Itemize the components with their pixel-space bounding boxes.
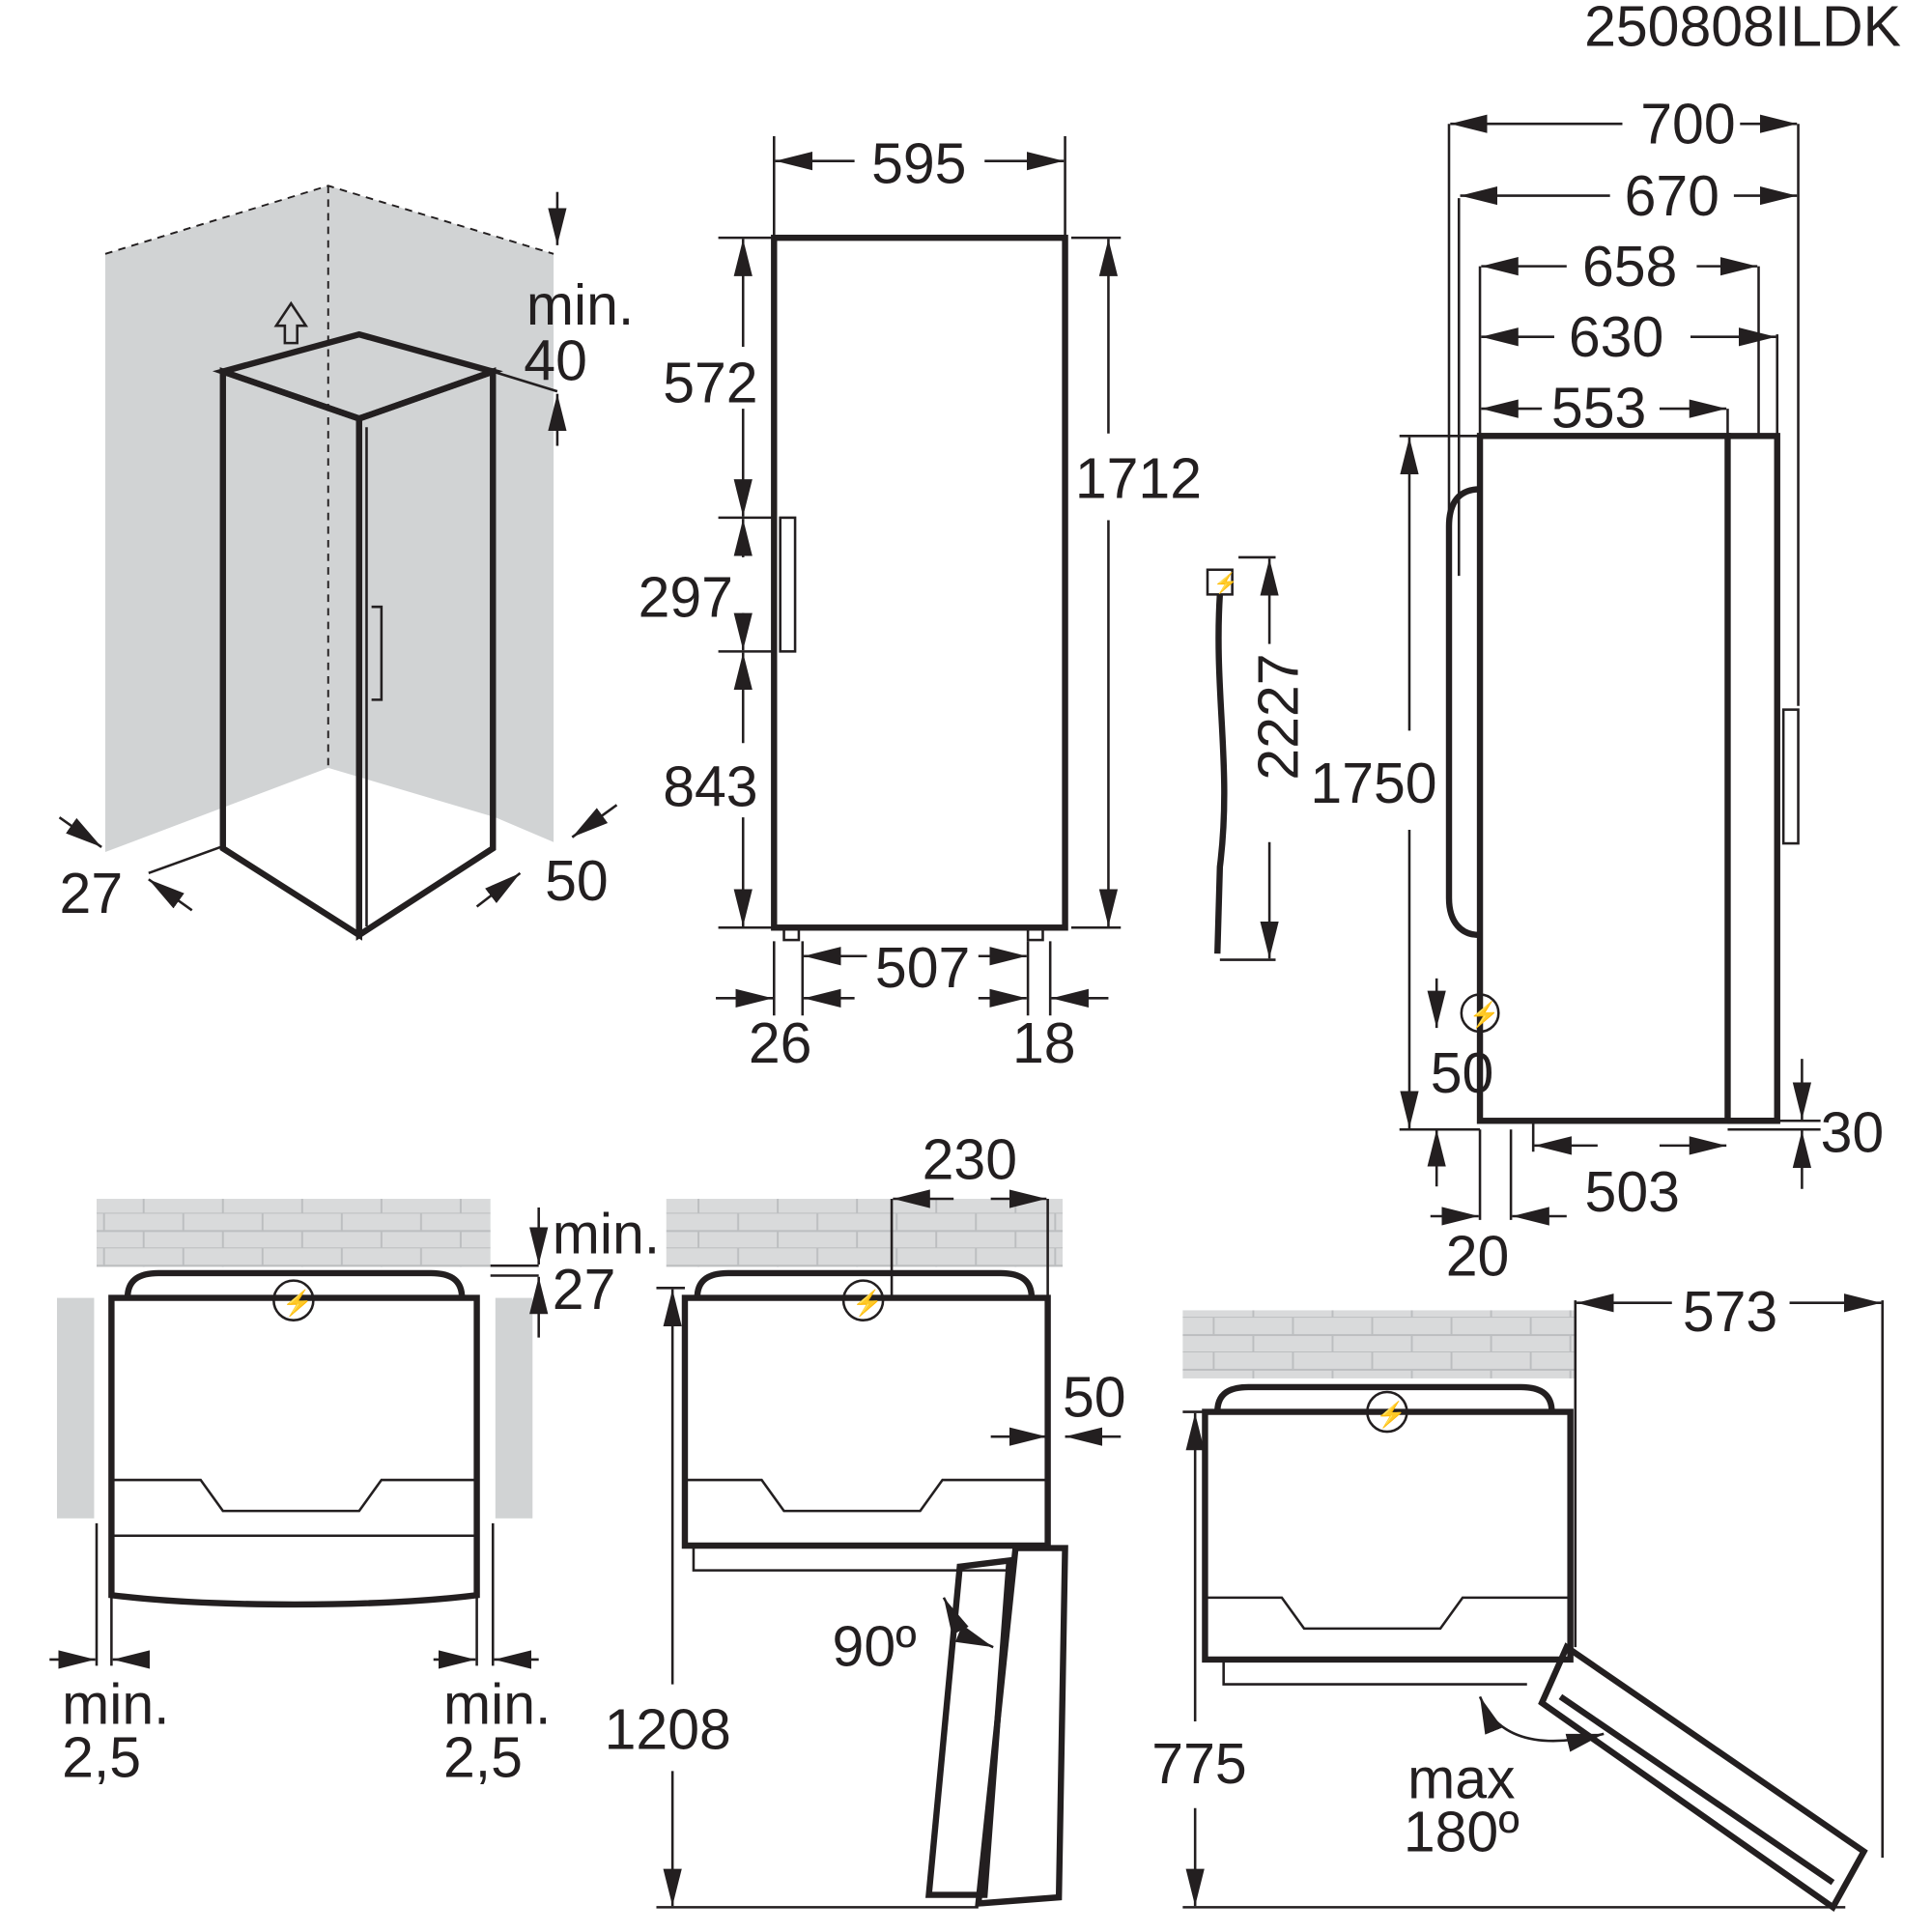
max-angle-value: 180º bbox=[1404, 1802, 1520, 1864]
left-offset-value: 26 bbox=[749, 1012, 812, 1075]
power-cable: ⚡ 2227 bbox=[1206, 555, 1311, 961]
depth-553: 553 bbox=[1551, 377, 1646, 440]
right-clearance-label: min. bbox=[443, 1674, 551, 1737]
right-gap-value: 50 bbox=[545, 850, 609, 913]
depth-700: 700 bbox=[1640, 94, 1735, 156]
cable-length: 2227 bbox=[1248, 654, 1311, 781]
top-section-value: 572 bbox=[663, 353, 757, 415]
front-height: 1712 bbox=[1075, 447, 1202, 510]
door-angle: 90º bbox=[833, 1615, 917, 1678]
side-gap: 50 bbox=[1063, 1367, 1126, 1430]
front-offset: 20 bbox=[1446, 1226, 1510, 1289]
left-clearance-value: 2,5 bbox=[62, 1727, 141, 1790]
depth-670: 670 bbox=[1625, 165, 1719, 228]
wall-clearance-value: 27 bbox=[553, 1259, 616, 1321]
power-socket-icon bbox=[1460, 993, 1500, 1034]
depth-658: 658 bbox=[1582, 236, 1677, 298]
top-clearance-label: min. bbox=[526, 274, 634, 337]
depth-630: 630 bbox=[1569, 306, 1663, 369]
hinge-offset: 230 bbox=[923, 1129, 1017, 1192]
lightning-icon: ⚡ bbox=[1376, 1400, 1406, 1430]
left-gap-value: 27 bbox=[60, 863, 124, 925]
top-clearance-value: 40 bbox=[524, 330, 587, 393]
right-clearance-value: 2,5 bbox=[443, 1727, 523, 1790]
side-height: 1750 bbox=[1310, 753, 1436, 815]
bottom-section-value: 843 bbox=[663, 756, 757, 819]
front-view: 595 572 297 843 1712 507 26 18 bbox=[639, 133, 1202, 1075]
side-view: 700 670 658 630 553 1750 ⚡ 50 30 503 20 bbox=[1310, 94, 1884, 1289]
top-view-clearance: ⚡ min. 2,5 min. 2,5 min. 27 bbox=[49, 1199, 660, 1790]
top-view-door-90: ⚡ 230 50 90º 1208 bbox=[605, 1129, 1126, 1909]
rear-feet-height: 30 bbox=[1821, 1101, 1885, 1164]
open-width: 573 bbox=[1683, 1281, 1777, 1344]
power-socket-icon bbox=[1366, 1390, 1408, 1434]
handle-value: 297 bbox=[639, 566, 733, 629]
drawing-code: 250808ILDK bbox=[1584, 0, 1901, 58]
perspective-view: min. 40 27 50 bbox=[58, 185, 634, 941]
plug-height: 50 bbox=[1431, 1042, 1494, 1105]
left-clearance-label: min. bbox=[62, 1674, 169, 1737]
lightning-icon: ⚡ bbox=[852, 1289, 883, 1319]
power-socket-icon bbox=[272, 1279, 315, 1321]
feet-span-value: 507 bbox=[875, 937, 970, 1000]
door-open-depth: 1208 bbox=[605, 1698, 731, 1761]
plug-icon: ⚡ bbox=[1213, 571, 1238, 595]
right-offset-value: 18 bbox=[1012, 1012, 1076, 1075]
wall-clearance-label: min. bbox=[553, 1203, 660, 1265]
feet-depth: 503 bbox=[1585, 1161, 1680, 1224]
front-width: 595 bbox=[871, 133, 966, 196]
max-angle-label: max bbox=[1407, 1748, 1515, 1811]
power-socket-icon bbox=[841, 1279, 885, 1321]
top-view-door-180: ⚡ 573 775 max 180º bbox=[1151, 1281, 1885, 1913]
lightning-icon: ⚡ bbox=[1469, 1000, 1500, 1030]
lightning-icon: ⚡ bbox=[282, 1289, 313, 1319]
up-arrow-icon bbox=[273, 300, 309, 345]
open-depth: 775 bbox=[1151, 1733, 1246, 1796]
